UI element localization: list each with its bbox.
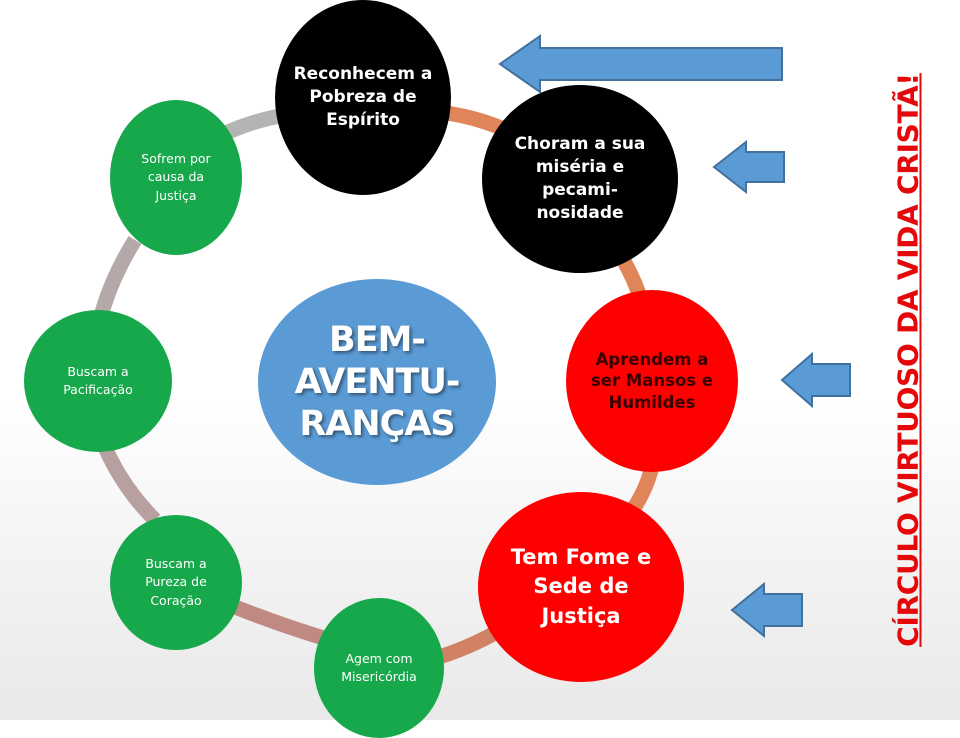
center-label-text: BEM- AVENTU- RANÇAS	[294, 320, 461, 444]
node-sofrem: Sofrem por causa da Justiça	[110, 100, 242, 255]
ring-segment-bottom-left	[227, 598, 333, 648]
node-tem-fome: Tem Fome e Sede de Justiça	[478, 492, 684, 682]
node-tem-fome-label: Tem Fome e Sede de Justiça	[510, 544, 652, 628]
node-reconhecem: Reconhecem a Pobreza de Espírito	[275, 0, 451, 195]
left-arrow-3-icon	[780, 352, 851, 408]
center-circle: BEM- AVENTU- RANÇAS	[258, 279, 496, 485]
left-arrow-4-icon	[730, 582, 803, 638]
node-agem-label: Agem com Misericórdia	[341, 650, 417, 684]
node-choram-label: Choram a sua miséria e pecami-nosidade	[514, 134, 646, 223]
node-sofrem-label: Sofrem por causa da Justiça	[141, 151, 211, 203]
side-title: CÍRCULO VIRTUOSO DA VIDA CRISTÃ!	[891, 73, 925, 647]
node-agem: Agem com Misericórdia	[314, 598, 444, 738]
node-pureza: Buscam a Pureza de Coração	[110, 515, 242, 650]
node-pureza-label: Buscam a Pureza de Coração	[145, 556, 207, 608]
node-aprendem: Aprendem a ser Mansos e Humildes	[566, 290, 738, 472]
node-aprendem-label: Aprendem a ser Mansos e Humildes	[590, 349, 714, 412]
center-label: BEM- AVENTU- RANÇAS	[294, 319, 461, 445]
node-choram: Choram a sua miséria e pecami-nosidade	[482, 85, 678, 273]
node-pacificacao: Buscam a Pacificação	[24, 310, 172, 452]
node-reconhecem-label: Reconhecem a Pobreza de Espírito	[293, 64, 433, 130]
ring-segment-left-lower	[95, 437, 161, 526]
left-arrow-1-icon	[498, 34, 783, 94]
ring-segment-left-upper	[92, 236, 142, 322]
node-pacificacao-label: Buscam a Pacificação	[63, 363, 133, 397]
left-arrow-2-icon	[712, 140, 785, 194]
